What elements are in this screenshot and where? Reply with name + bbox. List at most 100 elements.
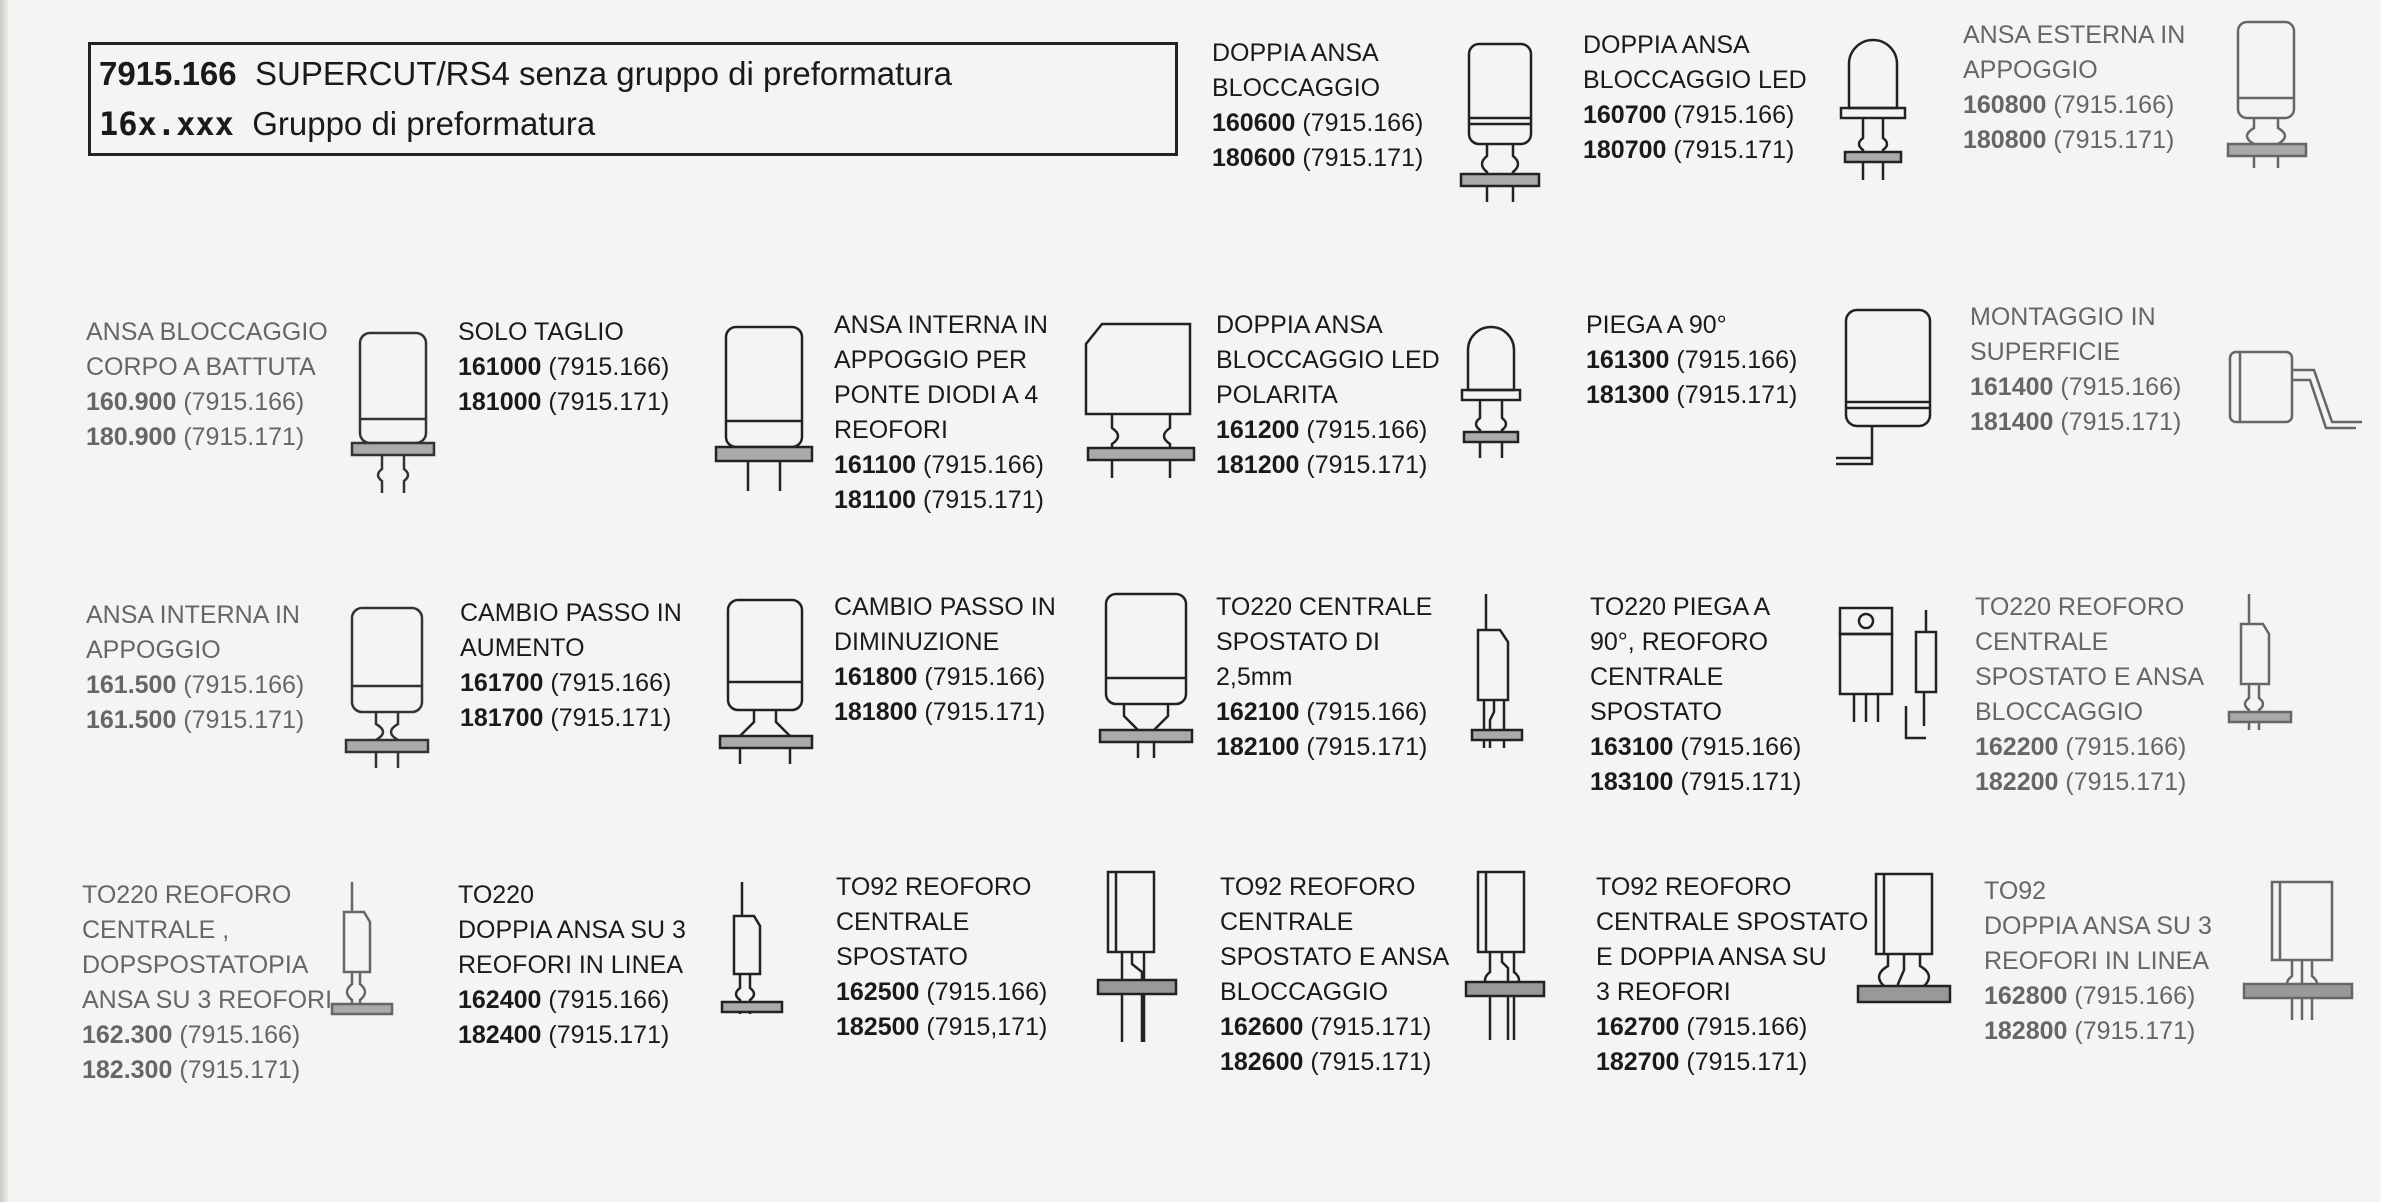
item-code-line: 162200 (7915.166) (1975, 730, 2204, 765)
led-polarity-icon (1456, 316, 1526, 476)
item-title-line: DOPSPOSTATOPIA (82, 951, 309, 979)
item-code: 161300 (1586, 346, 1670, 374)
item-code-line: 160700 (7915.166) (1583, 98, 1807, 133)
item-title-line: TO92 REOFORO (1220, 873, 1416, 901)
item-code-line: 161700 (7915.166) (460, 666, 682, 701)
item-title-line: ANSA SU 3 REOFORI (82, 986, 333, 1014)
item-machine: (7915.171) (183, 423, 305, 451)
item-title-line: DIMINUZIONE (834, 628, 1000, 656)
item-code: 180800 (1963, 126, 2047, 154)
item-code: 181000 (458, 388, 542, 416)
item-machine: (7915.166) (183, 671, 305, 699)
item-machine: (7915.171) (1306, 733, 1428, 761)
item-code-line: 181800 (7915.171) (834, 695, 1056, 730)
item-title-line: MONTAGGIO IN (1970, 303, 2156, 331)
item-code-line: 161800 (7915.166) (834, 660, 1056, 695)
item-code: 162.300 (82, 1021, 173, 1049)
item-title-line: BLOCCAGGIO (1220, 978, 1389, 1006)
item-code-line: 183100 (7915.171) (1590, 765, 1801, 800)
item-title-line: TO220 PIEGA A (1590, 593, 1771, 621)
item-machine: (7915.166) (179, 1021, 301, 1049)
item-machine: (7915.166) (1676, 346, 1798, 374)
item-code: 183100 (1590, 768, 1674, 796)
item-code: 182.300 (82, 1056, 173, 1084)
item-code: 162100 (1216, 698, 1300, 726)
item-title-line: ANSA INTERNA IN (834, 311, 1048, 339)
item-code: 160800 (1963, 91, 2047, 119)
item-machine: (7915,171) (926, 1013, 1048, 1041)
item-code-line: 181300 (7915.171) (1586, 378, 1797, 413)
item-machine: (7915.171) (924, 698, 1046, 726)
item-title-line: SPOSTATO (1590, 698, 1722, 726)
item-title-line: DOPPIA ANSA (1583, 31, 1750, 59)
item-code: 181400 (1970, 408, 2054, 436)
item-title-line: CENTRALE (1975, 628, 2109, 656)
item-title-line: TO92 REOFORO (836, 873, 1032, 901)
item-code: 162600 (1220, 1013, 1304, 1041)
item-machine: (7915.166) (2053, 91, 2175, 119)
item-title-line: CENTRALE (836, 908, 970, 936)
paper-edge (0, 0, 8, 1202)
item-code-line: 163100 (7915.166) (1590, 730, 1801, 765)
item-code: 161700 (460, 669, 544, 697)
item-machine: (7915.171) (1310, 1013, 1432, 1041)
item-code-line: 160600 (7915.166) (1212, 106, 1423, 141)
item-code-line: 181200 (7915.171) (1216, 448, 1440, 483)
item-code-line: 162700 (7915.166) (1596, 1010, 1868, 1045)
header-group-code: 16x.xxx (99, 105, 234, 143)
item-title-line: ANSA BLOCCAGGIO (86, 318, 328, 346)
item-machine: (7915.171) (548, 388, 670, 416)
item-code-line: 180600 (7915.171) (1212, 141, 1423, 176)
item-code: 181200 (1216, 451, 1300, 479)
item-machine: (7915.171) (550, 704, 672, 732)
item-machine: (7915.166) (2074, 982, 2196, 1010)
item-title-line: POLARITA (1216, 381, 1338, 409)
item-machine: (7915.171) (1686, 1048, 1808, 1076)
header-line-machine: 7915.166 SUPERCUT/RS4 senza gruppo di pr… (99, 49, 1167, 99)
item-code-line: 161.500 (7915.166) (86, 668, 304, 703)
item-machine: (7915.166) (1686, 1013, 1808, 1041)
item-code: 182200 (1975, 768, 2059, 796)
item-code: 160.900 (86, 388, 177, 416)
to92-offset-icon (1098, 870, 1178, 1040)
item-code-line: 161200 (7915.166) (1216, 413, 1440, 448)
item-machine: (7915.166) (2065, 733, 2187, 761)
diode-bridge-icon (1082, 320, 1200, 490)
item-title-line: TO220 CENTRALE (1216, 593, 1433, 621)
item-code: 163100 (1590, 733, 1674, 761)
header-machine-text: SUPERCUT/RS4 senza gruppo di preformatur… (254, 55, 952, 92)
item-title-line: SUPERFICIE (1970, 338, 2121, 366)
capacitor-cut-only-icon (714, 323, 814, 493)
item-machine: (7915.166) (923, 451, 1044, 479)
item-code-line: 182600 (7915.171) (1220, 1045, 1449, 1080)
item-title-line: REOFORI IN LINEA (1984, 947, 2210, 975)
header-group-text: Gruppo di preformatura (252, 105, 596, 142)
item-title-line: SOLO TAGLIO (458, 318, 624, 346)
item-title-line: SPOSTATO (836, 943, 968, 971)
item-title-line: CORPO A BATTUTA (86, 353, 316, 381)
catalog-item: SOLO TAGLIO 161000 (7915.166) 181000 (79… (458, 315, 824, 495)
item-code: 162500 (836, 978, 920, 1006)
item-code: 182100 (1216, 733, 1300, 761)
item-code-line: 162600 (7915.171) (1220, 1010, 1449, 1045)
item-title-line: CENTRALE , (82, 916, 230, 944)
item-machine: (7915.166) (2060, 373, 2182, 401)
item-code-line: 180800 (7915.171) (1963, 123, 2185, 158)
item-code: 181700 (460, 704, 544, 732)
catalog-item: TO92 REOFORO CENTRALE SPOSTATO 162500 (791… (836, 870, 1186, 1050)
item-title-line: 2,5mm (1216, 663, 1293, 691)
item-machine: (7915.166) (548, 353, 670, 381)
item-code: 161400 (1970, 373, 2054, 401)
